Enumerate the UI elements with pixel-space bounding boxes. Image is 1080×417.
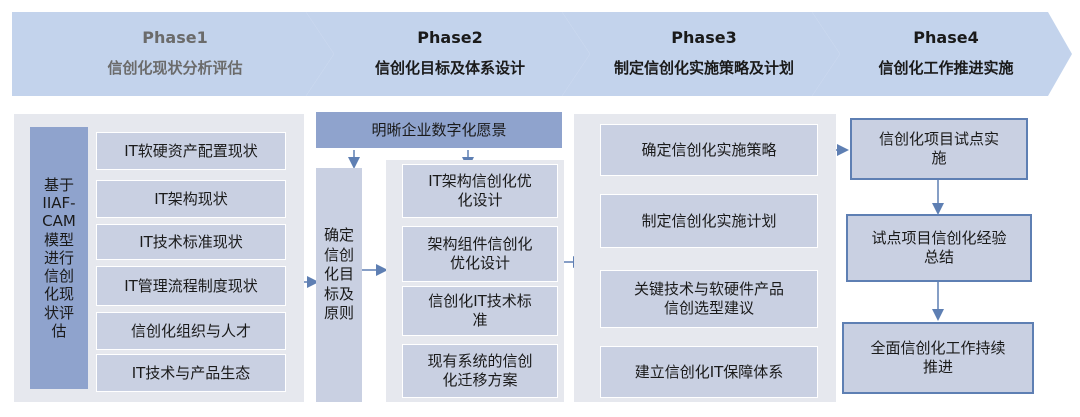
phase2-goal-label: 确定 信创 化目 标及 原则 [323,226,354,322]
phase3-chevron [562,12,840,96]
phase1-title: Phase1 [142,28,208,47]
phase4-subtitle: 信创化工作推进实施 [878,59,1014,78]
phase2-title: Phase2 [417,28,483,47]
phase2-item: IT架构信创化优 化设计 [402,164,558,218]
phase1-chevron [12,12,334,96]
phase3-item: 关键技术与软硬件产品 信创选型建议 [600,270,818,328]
phase4-item: 全面信创化工作持续 推进 [842,322,1034,394]
phase1-subtitle: 信创化现状分析评估 [107,59,243,78]
phase4-item: 试点项目信创化经验 总结 [846,214,1032,282]
phase1-item: 信创化组织与人才 [96,312,286,350]
phase3-subtitle: 制定信创化实施策略及计划 [613,59,794,78]
phase1-item: IT技术标准现状 [96,224,286,260]
phase2-chevron [306,12,590,96]
phase4-item: 信创化项目试点实 施 [850,118,1028,180]
phase4-header: Phase4 信创化工作推进实施 [836,28,1056,77]
phase1-side-label: 基于 IIAF- CAM 模型 进行 信创 化现 状评 估 [30,127,88,389]
phase2-header: Phase2 信创化目标及体系设计 [330,28,570,77]
phase2-vision: 明晰企业数字化愿景 [316,112,562,148]
phase1-item: IT技术与产品生态 [96,354,286,392]
phase1-item: IT软硬资产配置现状 [96,132,286,170]
phase4-chevron [812,12,1072,96]
phase3-title: Phase3 [671,28,737,47]
phase1-header: Phase1 信创化现状分析评估 [40,28,310,77]
phase3-item: 建立信创化IT保障体系 [600,346,818,398]
phase1-item: IT架构现状 [96,180,286,218]
phase3-item: 确定信创化实施策略 [600,124,818,176]
phase2-item: 架构组件信创化 优化设计 [402,226,558,282]
phase4-title: Phase4 [913,28,979,47]
phase2-item: 现有系统的信创 化迁移方案 [402,344,558,398]
phase3-item: 制定信创化实施计划 [600,194,818,248]
phase2-goal-panel [316,168,362,402]
phase3-header: Phase3 制定信创化实施策略及计划 [584,28,824,77]
phase1-item: IT管理流程制度现状 [96,266,286,306]
phase2-subtitle: 信创化目标及体系设计 [374,59,525,78]
phase2-item: 信创化IT技术标 准 [402,286,558,336]
